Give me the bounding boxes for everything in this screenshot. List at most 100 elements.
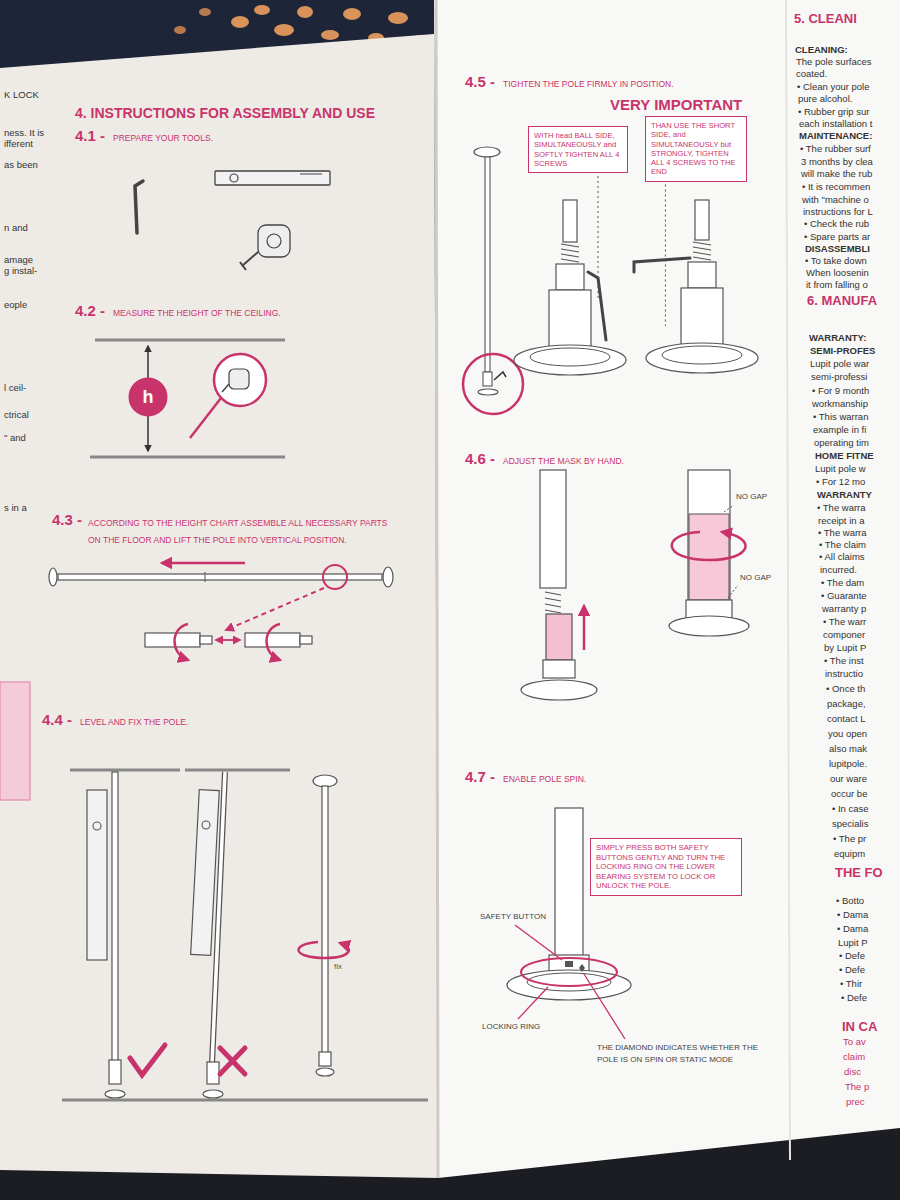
text-fragment: • The dam xyxy=(821,578,864,589)
spin-illustration xyxy=(584,974,625,1039)
text-fragment: To av xyxy=(843,1037,866,1048)
tighten-pole-illustration xyxy=(693,242,711,260)
step-number: 4.7 - xyxy=(465,768,495,785)
section-heading: THE FO xyxy=(835,866,883,881)
level-pole-illustration xyxy=(109,1060,121,1084)
paper-left-panel xyxy=(0,34,438,1178)
text-fragment: • All claims xyxy=(819,552,865,563)
text-fragment: disc xyxy=(844,1067,861,1078)
text-fragment: • Defe xyxy=(839,965,865,976)
text-fragment: g instal- xyxy=(4,266,37,277)
mask-illustration xyxy=(688,470,730,600)
background xyxy=(174,26,186,34)
pole-assembly-illustration xyxy=(200,636,212,644)
callout-label: LOCKING RING xyxy=(482,1022,540,1031)
pole-assembly-illustration xyxy=(226,588,324,630)
spin-illustration xyxy=(515,925,562,960)
background xyxy=(388,12,408,24)
instruction-box: SIMPLY PRESS BOTH SAFETY BUTTONS GENTLY … xyxy=(590,838,742,896)
text-fragment: • The rubber surf xyxy=(800,144,871,155)
level-pole-illustration xyxy=(62,1099,428,1102)
mask-illustration xyxy=(686,600,732,618)
tools-illustration xyxy=(258,225,290,257)
text-fragment: coated. xyxy=(796,69,827,80)
tools-illustration xyxy=(135,181,143,233)
text-fragment: operating tim xyxy=(814,438,869,449)
text-fragment: • Defe xyxy=(839,951,865,962)
spin-illustration xyxy=(521,958,617,986)
ceiling-height-illustration xyxy=(90,456,285,459)
text-fragment: equipm xyxy=(834,849,865,860)
text-fragment: lupitpole. xyxy=(829,759,867,770)
instruction-box: WITH head BALL SIDE, SIMULTANEOUSLY and … xyxy=(528,126,628,173)
tighten-pole-illustration xyxy=(514,345,626,375)
background xyxy=(343,8,361,20)
pole-assembly-illustration xyxy=(205,572,206,582)
leader-line xyxy=(665,185,666,327)
pole-assembly-illustration xyxy=(300,636,312,644)
pole-assembly-illustration xyxy=(162,562,245,565)
text-fragment: our ware xyxy=(830,774,867,785)
text-fragment: • Check the rub xyxy=(804,219,869,230)
text-fragment: 3 months by clea xyxy=(801,157,873,168)
text-fragment: you open xyxy=(828,729,867,740)
text-fragment: as been xyxy=(4,160,38,171)
text-fragment: instructions for L xyxy=(803,207,873,218)
pole-assembly-illustration xyxy=(58,574,382,580)
text-fragment: example in fi xyxy=(813,425,866,436)
text-fragment: DISASSEMBLI xyxy=(805,244,870,255)
paper-right-panel xyxy=(434,0,900,1178)
text-fragment: with "machine o xyxy=(802,195,869,206)
text-fragment: • For 9 month xyxy=(812,386,869,397)
background xyxy=(254,5,270,15)
step-caption: ENABLE POLE SPIN. xyxy=(503,775,586,785)
tighten-pole-illustration xyxy=(485,157,490,372)
level-pole-illustration xyxy=(62,770,428,1100)
background xyxy=(199,8,211,16)
text-fragment: warranty p xyxy=(822,604,866,615)
tighten-pole-illustration xyxy=(483,372,492,386)
pole-assembly-illustration xyxy=(145,633,200,647)
section-heading: 6. MANUFA xyxy=(807,294,877,309)
pole-assembly-illustration xyxy=(175,624,189,660)
level-pole-illustration xyxy=(93,822,101,830)
text-fragment: MAINTENANCE: xyxy=(799,131,872,142)
text-fragment: • Defe xyxy=(841,993,867,1004)
ceiling-height-illustration xyxy=(214,354,266,406)
background xyxy=(297,6,313,18)
level-pole-illustration xyxy=(105,1090,125,1098)
text-fragment: n and xyxy=(4,223,28,234)
text-fragment: • To take down xyxy=(805,256,867,267)
text-fragment: specialis xyxy=(832,819,868,830)
level-pole-illustration xyxy=(207,1062,219,1084)
step-caption: MEASURE THE HEIGHT OF THE CEILING. xyxy=(113,309,281,319)
tools-illustration xyxy=(242,252,258,266)
pole-assembly-illustration xyxy=(383,567,393,587)
step-number: 4.6 - xyxy=(465,450,495,467)
pole-assembly-illustration xyxy=(49,563,393,660)
text-fragment: claim xyxy=(843,1052,865,1063)
step-number: 4.1 - xyxy=(75,127,105,144)
level-pole-illustration xyxy=(313,775,337,787)
text-fragment: instructio xyxy=(825,669,863,680)
tighten-pole-illustration xyxy=(563,200,577,242)
text-fragment: receipt in a xyxy=(818,516,864,527)
callout-label: NO GAP xyxy=(740,573,771,582)
text-fragment: • The pr xyxy=(833,834,866,845)
text-fragment: • The warr xyxy=(823,617,866,628)
text-fragment: • For 12 mo xyxy=(816,477,865,488)
level-pole-illustration xyxy=(316,1068,334,1076)
instruction-text: SIMPLY PRESS BOTH SAFETY BUTTONS GENTLY … xyxy=(596,843,736,891)
text-fragment: contact L xyxy=(827,714,866,725)
mask-illustration xyxy=(521,680,597,700)
tighten-pole-illustration xyxy=(530,348,610,366)
step-caption: ACCORDING TO THE HEIGHT CHART ASSEMBLE A… xyxy=(88,515,400,549)
text-fragment: • Thir xyxy=(840,979,862,990)
step-number: 4.4 - xyxy=(42,711,72,728)
mask-illustration xyxy=(583,606,586,650)
paper-right-panel xyxy=(436,0,438,1178)
mask-illustration xyxy=(546,614,572,660)
text-fragment: • The warra xyxy=(817,503,866,514)
tighten-pole-illustration xyxy=(646,343,758,373)
